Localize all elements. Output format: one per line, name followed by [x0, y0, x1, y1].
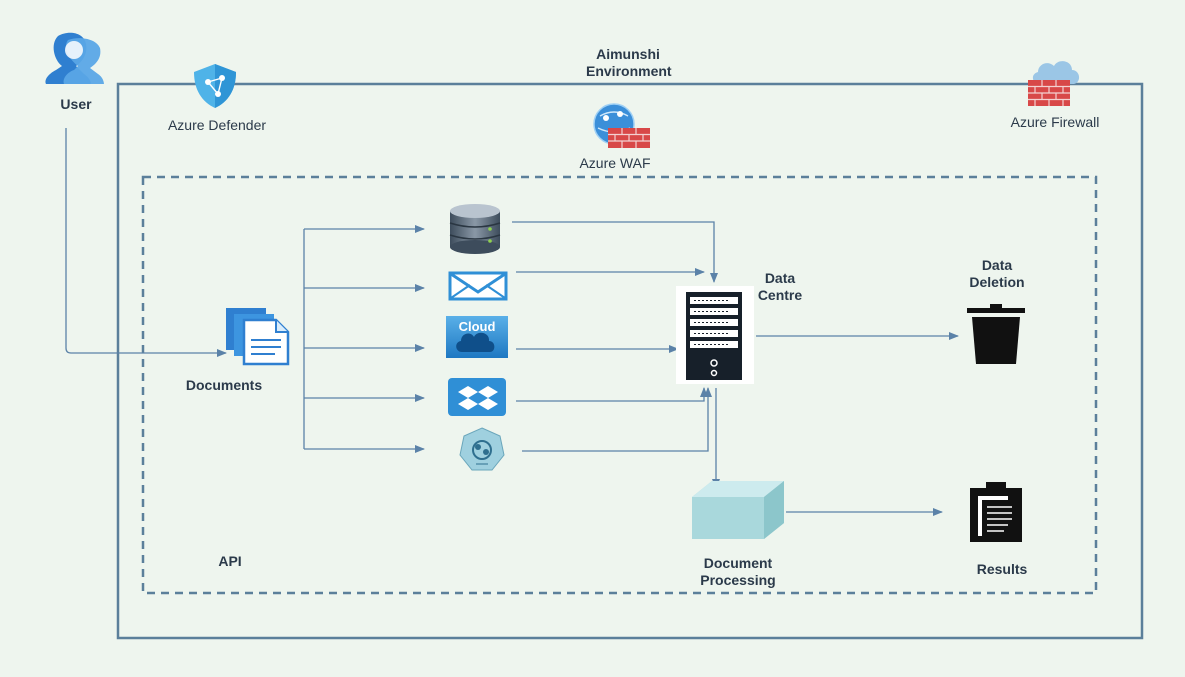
- documents-icon: [226, 308, 290, 366]
- dropbox-icon: [448, 378, 506, 416]
- data-deletion-label-line1: Data: [981, 257, 1013, 273]
- environment-title: Aimunshi Environment: [586, 46, 672, 80]
- azure-defender-label: Azure Defender: [167, 117, 267, 133]
- documents-label: Documents: [185, 377, 263, 393]
- api-label: API: [218, 553, 242, 569]
- data-deletion-label: Data Deletion: [955, 257, 1039, 291]
- data-centre-server-icon: [676, 286, 754, 384]
- environment-title-line2: Environment: [586, 63, 672, 79]
- environment-boundary: [116, 82, 1144, 640]
- user-label: User: [60, 96, 92, 112]
- azure-waf-label: Azure WAF: [579, 155, 651, 171]
- results-label: Results: [976, 561, 1028, 577]
- database-icon: [449, 204, 501, 254]
- azure-firewall-label: Azure Firewall: [1010, 114, 1100, 130]
- environment-title-line1: Aimunshi: [596, 46, 660, 62]
- cloud-icon-text: Cloud: [458, 319, 496, 334]
- document-processing-label-line1: Document: [703, 555, 773, 571]
- cloud-icon: [446, 316, 508, 358]
- api-hexagon-to-datacentre-arrow: [522, 387, 712, 452]
- database-to-datacentre-arrow: [512, 221, 718, 283]
- azure-defender-icon: [194, 64, 236, 108]
- user-icon: [45, 32, 104, 84]
- azure-waf-icon: [593, 103, 650, 148]
- data-centre-label-line1: Data: [764, 270, 796, 286]
- user-to-documents-arrow: [65, 128, 227, 357]
- data-centre-label: Data Centre: [748, 270, 812, 304]
- dropbox-to-datacentre-arrow: [516, 387, 708, 402]
- api-boundary: [141, 175, 1098, 595]
- mail-icon: [448, 271, 508, 301]
- document-processing-box: [692, 481, 784, 539]
- azure-firewall-icon: [1028, 61, 1080, 106]
- results-clipboard-icon: [970, 482, 1022, 542]
- document-processing-label-line2: Processing: [700, 572, 776, 588]
- data-deletion-label-line2: Deletion: [969, 274, 1025, 290]
- document-processing-label: Document Processing: [680, 555, 796, 589]
- trash-icon: [967, 304, 1025, 364]
- data-centre-label-line2: Centre: [757, 287, 803, 303]
- api-hexagon-icon: [459, 427, 505, 471]
